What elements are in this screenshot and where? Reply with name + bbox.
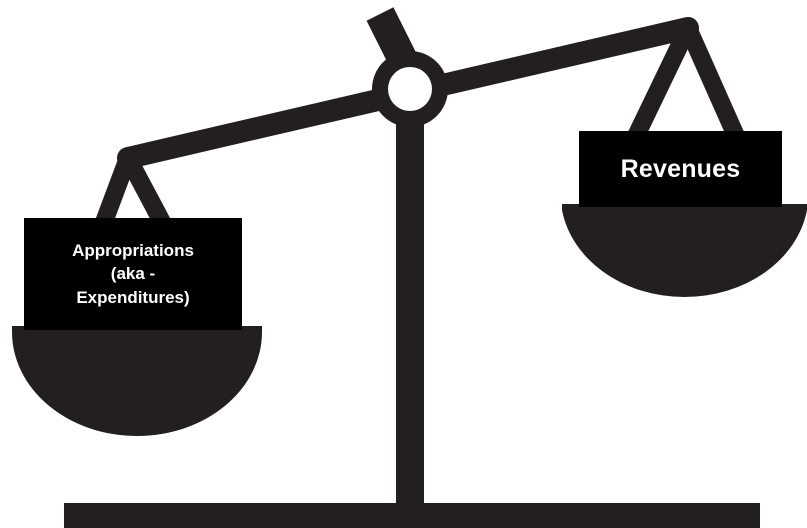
left-pan	[12, 326, 262, 436]
right-hanger-left-string	[627, 24, 697, 140]
revenues-label-text: Revenues	[620, 154, 741, 183]
appropriations-label-text: Appropriations (aka - Expenditures)	[72, 240, 194, 307]
revenues-label: Revenues	[579, 131, 782, 207]
right-hanger-right-string	[679, 24, 745, 140]
scale-post	[396, 112, 424, 506]
pivot-hole	[388, 67, 432, 111]
appropriations-label: Appropriations (aka - Expenditures)	[24, 218, 242, 330]
right-pan	[562, 204, 807, 298]
scale-base	[64, 503, 760, 528]
scale-top-stem	[366, 7, 417, 67]
left-hanger-right-string	[120, 153, 170, 227]
